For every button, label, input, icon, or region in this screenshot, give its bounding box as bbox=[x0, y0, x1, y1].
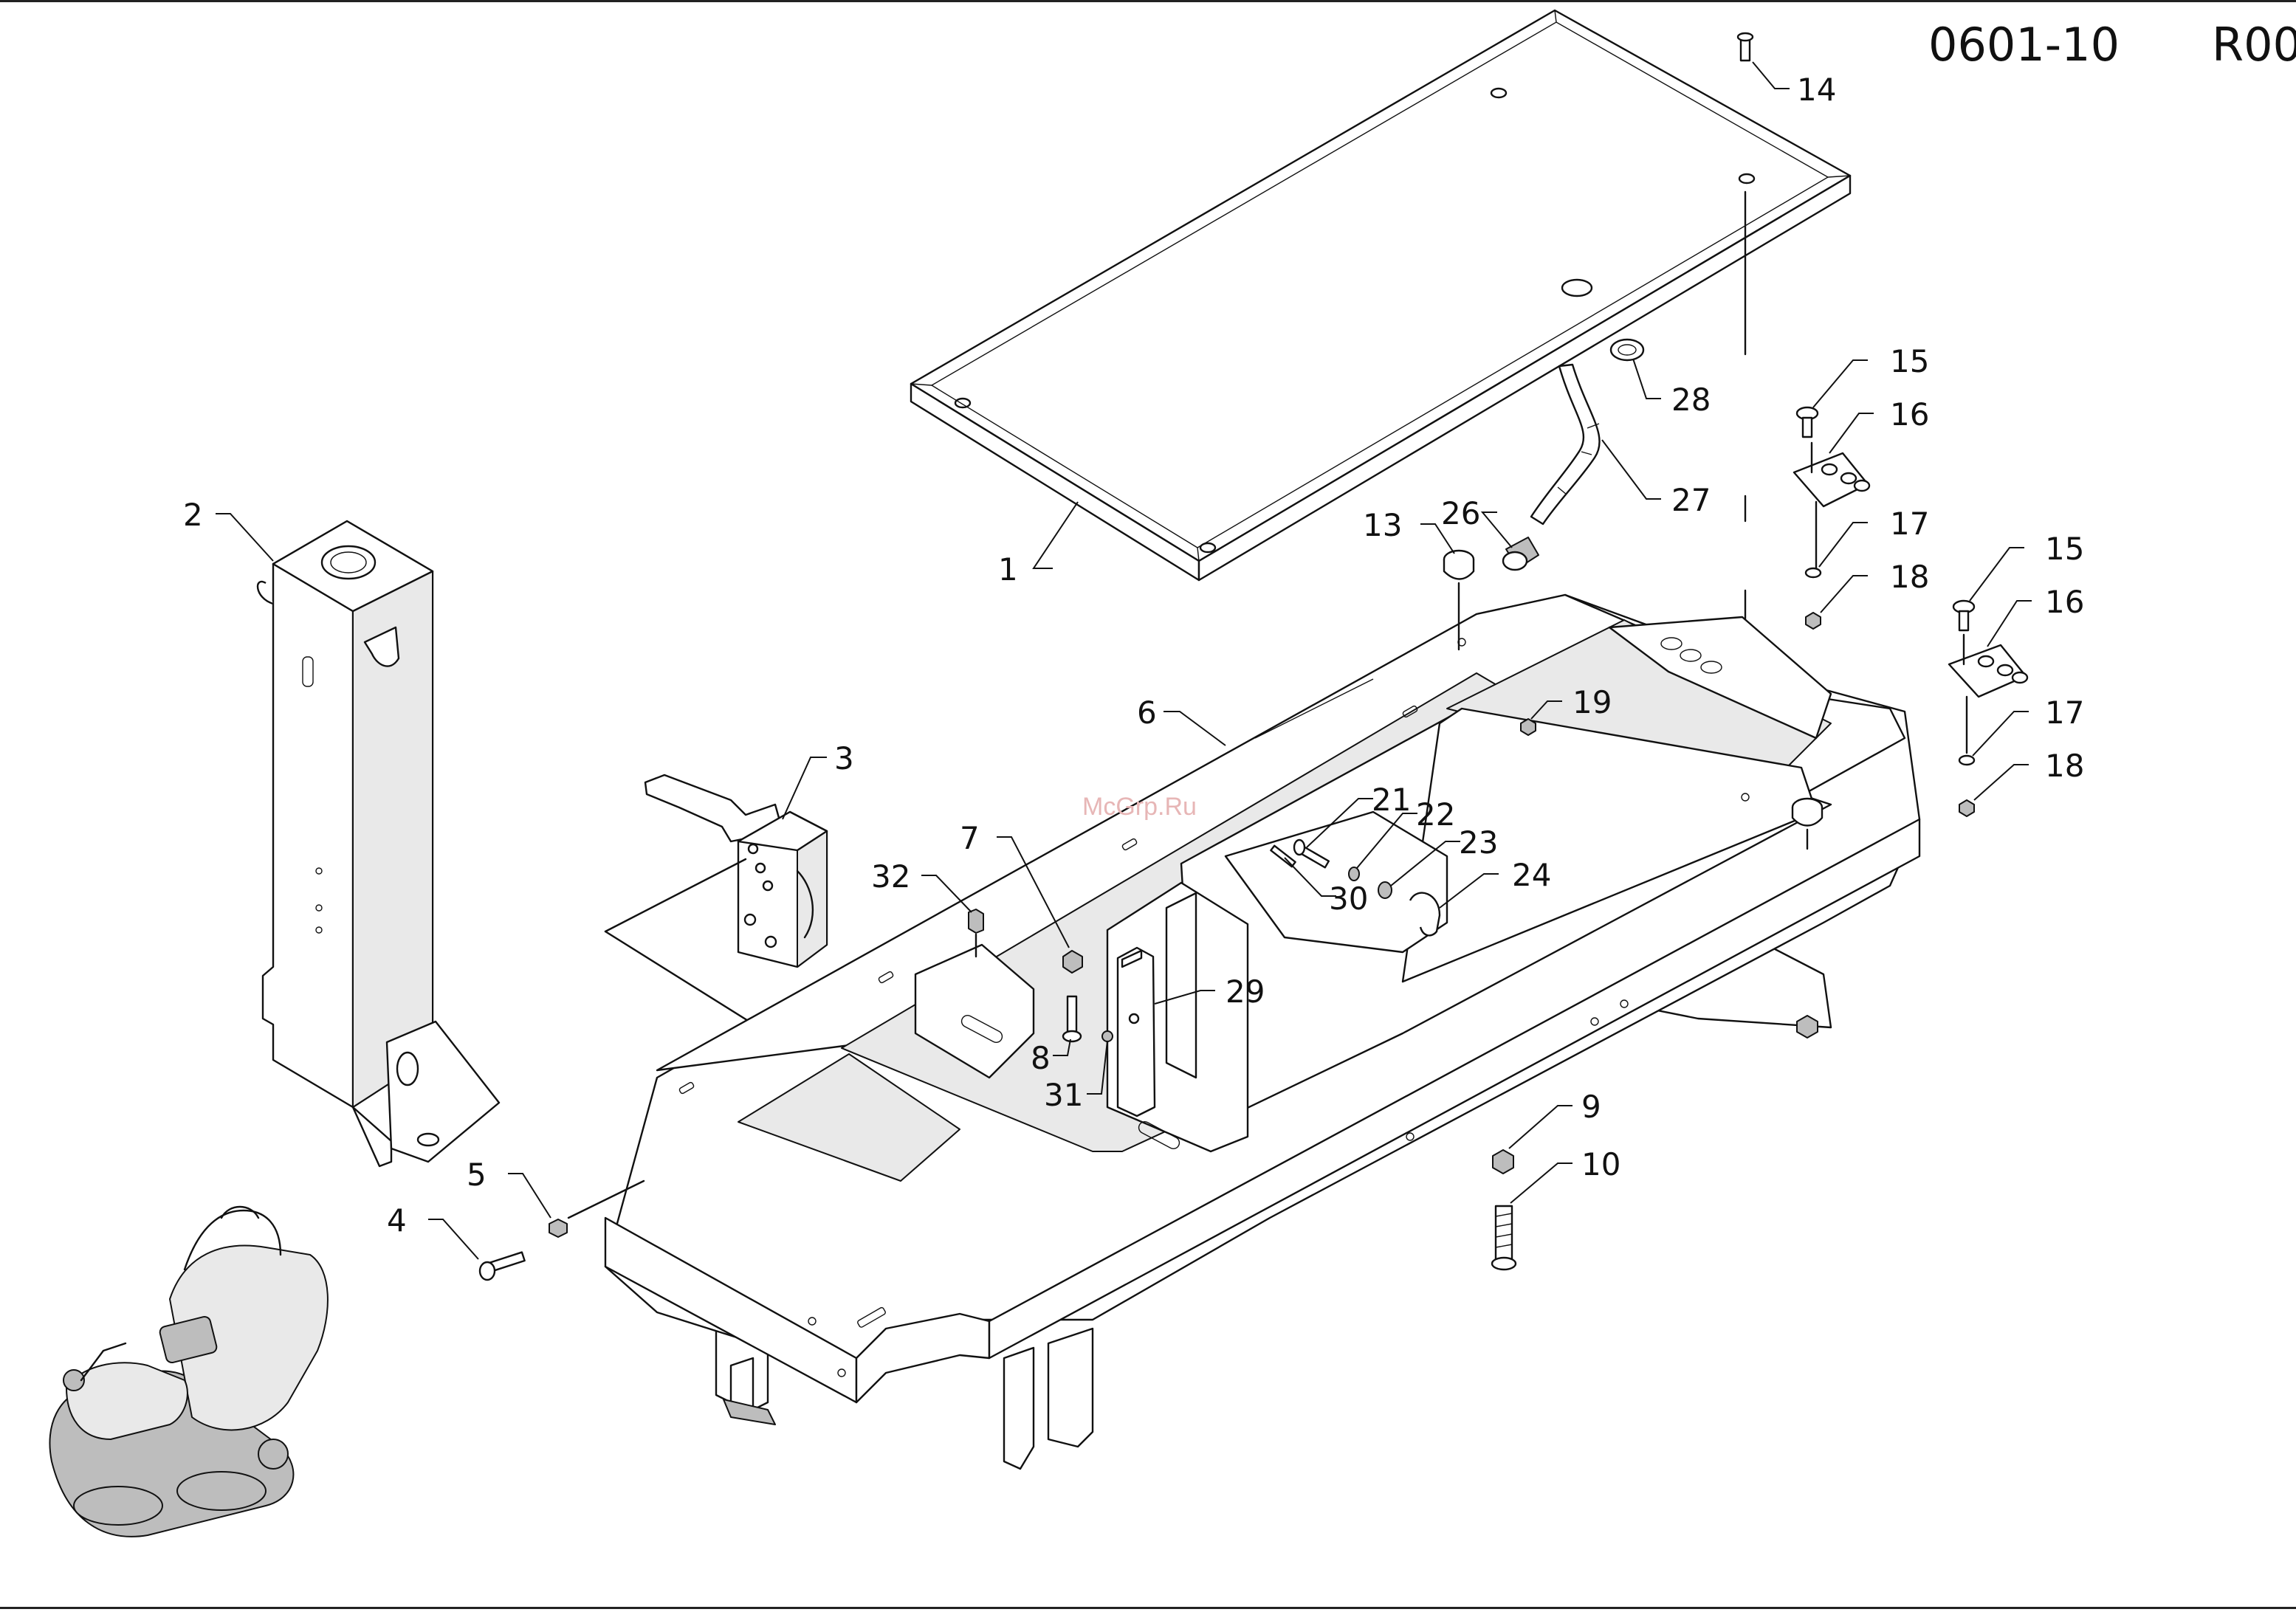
part-18a-nut bbox=[1806, 613, 1821, 629]
callout-31: 31 bbox=[1044, 1077, 1083, 1113]
part-16b-hinge bbox=[1949, 635, 2027, 753]
callout-19: 19 bbox=[1573, 684, 1612, 720]
part-18b-nut bbox=[1959, 800, 1974, 816]
callout-30: 30 bbox=[1329, 881, 1368, 917]
callout-18a: 18 bbox=[1890, 559, 1929, 595]
callout-15a: 15 bbox=[1890, 343, 1929, 379]
callout-4: 4 bbox=[387, 1202, 407, 1239]
callout-17b: 17 bbox=[2045, 695, 2084, 731]
part-9-nut bbox=[1493, 1150, 1513, 1174]
part-27-hose bbox=[1531, 365, 1600, 524]
part-28-clamp bbox=[1611, 340, 1643, 360]
callout-6: 6 bbox=[1137, 695, 1157, 731]
callout-17a: 17 bbox=[1890, 506, 1929, 542]
callout-29: 29 bbox=[1226, 974, 1265, 1010]
part-2-column bbox=[258, 521, 499, 1166]
callout-2: 2 bbox=[183, 497, 203, 533]
callout-9: 9 bbox=[1581, 1089, 1601, 1125]
callout-13: 13 bbox=[1363, 507, 1402, 543]
callout-8: 8 bbox=[1031, 1040, 1051, 1076]
part-nut-right bbox=[1797, 1016, 1818, 1038]
callout-7: 7 bbox=[960, 820, 980, 856]
callout-3: 3 bbox=[834, 740, 854, 776]
part-10-bolt bbox=[1492, 1206, 1516, 1270]
part-17a-washer bbox=[1806, 568, 1821, 577]
machine-thumbnail-image bbox=[49, 1207, 327, 1537]
part-6-frame bbox=[605, 595, 1919, 1469]
watermark: McGrp.Ru bbox=[1082, 794, 1197, 819]
callout-5: 5 bbox=[467, 1157, 487, 1193]
part-19-nut bbox=[1521, 719, 1536, 735]
callout-14: 14 bbox=[1797, 72, 1836, 108]
callout-32: 32 bbox=[871, 858, 910, 895]
callout-23: 23 bbox=[1459, 824, 1498, 861]
part-23-nut bbox=[1378, 882, 1392, 898]
part-15b-pin bbox=[1953, 601, 1974, 630]
part-15a-pin bbox=[1797, 407, 1818, 437]
callout-21: 21 bbox=[1372, 782, 1411, 818]
callout-22: 22 bbox=[1416, 796, 1455, 833]
callout-15b: 15 bbox=[2045, 531, 2084, 567]
callout-24: 24 bbox=[1512, 857, 1551, 893]
part-17b-washer bbox=[1959, 756, 1974, 765]
part-22-washer bbox=[1349, 867, 1359, 881]
part-31-washer bbox=[1102, 1031, 1113, 1041]
callout-16b: 16 bbox=[2045, 584, 2084, 620]
callout-10: 10 bbox=[1581, 1146, 1620, 1182]
callout-27: 27 bbox=[1671, 482, 1711, 518]
callout-18b: 18 bbox=[2045, 748, 2084, 784]
part-29-bracket bbox=[1118, 948, 1155, 1116]
part-26-fitting bbox=[1503, 537, 1539, 570]
callout-16a: 16 bbox=[1890, 396, 1929, 433]
callout-26: 26 bbox=[1441, 495, 1480, 531]
callout-28: 28 bbox=[1671, 382, 1711, 418]
part-4-bolt bbox=[480, 1253, 525, 1280]
callout-1: 1 bbox=[998, 551, 1018, 588]
